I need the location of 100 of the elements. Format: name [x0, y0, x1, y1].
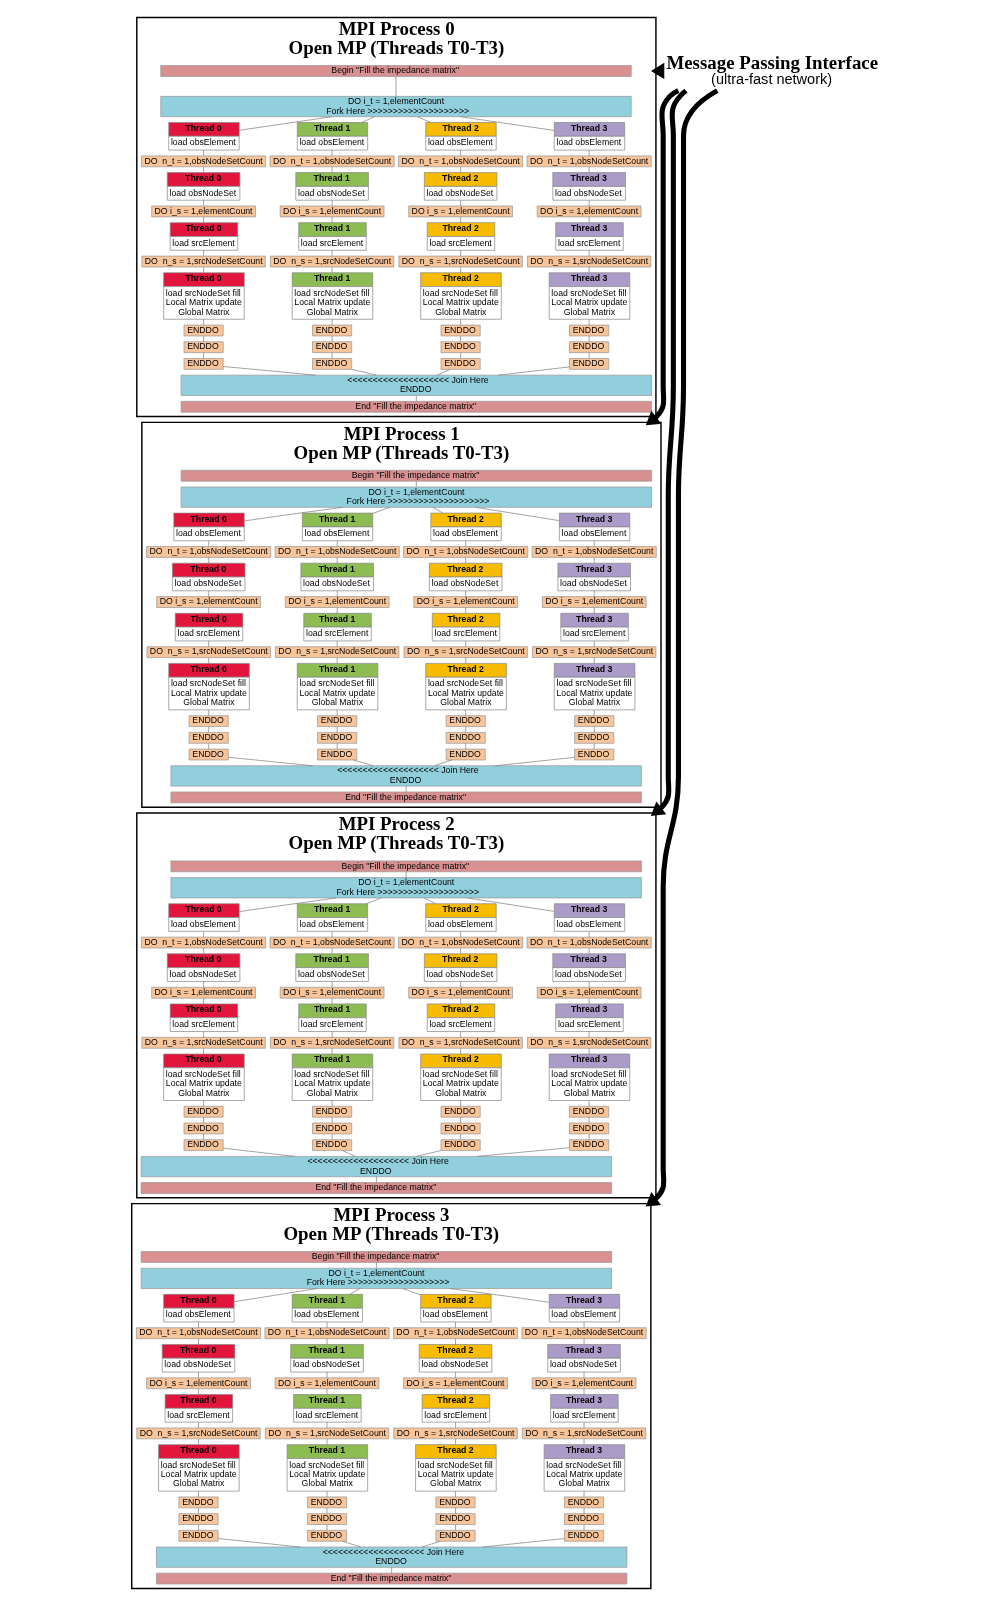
connector: [197, 1490, 199, 1498]
node-box: DO i_s = 1,elementCount: [284, 596, 389, 608]
connector: [207, 557, 209, 564]
connector: [432, 507, 443, 514]
connector: [588, 1133, 589, 1141]
node-box: DO n_t = 1,obsNodeSetCount: [402, 546, 528, 558]
connector: [351, 368, 377, 376]
connector: [197, 1321, 199, 1329]
connector: [459, 931, 461, 938]
connector: [336, 557, 338, 564]
node-box: ENDDO: [440, 324, 481, 337]
connector: [588, 199, 589, 207]
connector: [464, 657, 466, 664]
node-box: ENDDO: [440, 341, 481, 354]
connector: [464, 726, 466, 733]
node-box: ENDDO: [311, 1122, 352, 1135]
connector: [326, 1438, 327, 1445]
connector: [336, 709, 338, 716]
node-box: ENDDO: [183, 1105, 224, 1118]
node-box: DO n_s = 1,srcNodeSetCount: [146, 646, 271, 658]
node-box: DO n_s = 1,srcNodeSetCount: [403, 646, 528, 658]
connector: [454, 1421, 456, 1429]
node-box: End "Fill the impedance matrix": [170, 791, 642, 804]
connector: [207, 540, 209, 547]
connector: [593, 640, 595, 648]
connector: [222, 1147, 295, 1157]
node-box: Begin "Fill the impedance matrix": [159, 65, 632, 77]
connector: [202, 318, 204, 326]
connector: [202, 166, 204, 173]
connector: [352, 759, 374, 767]
node-box: ENDDO: [188, 748, 229, 761]
node-box: ENDDO: [445, 748, 486, 761]
node-box: ENDDO: [183, 1139, 224, 1151]
connector: [207, 590, 209, 597]
node-box: DO n_t = 1,obsNodeSetCount: [526, 936, 652, 949]
connector: [583, 1388, 584, 1395]
node-box: DO n_t = 1,obsNodeSetCount: [269, 936, 395, 949]
connector: [202, 1048, 204, 1055]
connector: [494, 757, 575, 767]
connector: [464, 540, 466, 547]
connector: [202, 216, 204, 223]
connector: [433, 759, 452, 767]
node-box: ENDDO: [568, 324, 609, 337]
connector: [588, 216, 589, 223]
node-box: ENDDO: [568, 358, 609, 370]
connector: [331, 335, 332, 343]
connector: [331, 166, 332, 173]
node-box: ENDDO: [316, 732, 357, 744]
connector: [331, 266, 332, 273]
connector: [331, 250, 332, 257]
node-box: ENDDO: [573, 715, 614, 727]
node-box: ENDDO: [183, 341, 224, 354]
node-box: ENDDO: [183, 1122, 224, 1135]
arrow: [650, 88, 688, 816]
node-box: DO n_t = 1,obsNodeSetCount: [264, 1327, 389, 1339]
node-box: DO i_t = 1,elementCount Fork Here >>>>>>>>>>>>>>>>>>>>: [180, 486, 652, 508]
node-box: ENDDO: [573, 732, 614, 744]
connector: [459, 1100, 461, 1107]
connector: [331, 199, 332, 207]
node-box: DO n_t = 1,obsNodeSetCount: [531, 546, 657, 558]
connector: [331, 1100, 332, 1107]
connector: [326, 1507, 327, 1514]
connector: [331, 931, 332, 938]
connector: [202, 149, 204, 157]
connector: [336, 607, 338, 614]
node-box: ENDDO: [311, 324, 352, 337]
node-box: ENDDO: [563, 1513, 604, 1525]
node-box: ENDDO: [435, 1529, 475, 1542]
node-box: ENDDO: [440, 1105, 481, 1118]
connector: [326, 1338, 327, 1345]
node-box: ENDDO: [568, 341, 609, 354]
node-box: DO n_t = 1,obsNodeSetCount: [397, 936, 523, 949]
node-box: DO i_s = 1,elementCount: [412, 596, 518, 608]
connector: [459, 216, 461, 223]
connector: [395, 76, 396, 97]
node-text: Message Passing Interface (ultra-fast network): [665, 51, 878, 88]
connector: [459, 116, 554, 131]
connector: [454, 1438, 456, 1445]
node-box: DO i_s = 1,elementCount: [150, 205, 256, 218]
connector: [217, 1538, 300, 1548]
node-box: DO i_s = 1,elementCount: [407, 986, 513, 999]
connector: [454, 1507, 456, 1514]
connector: [360, 116, 375, 123]
connector: [474, 506, 559, 521]
node-box: DO n_s = 1,srcNodeSetCount: [269, 255, 394, 268]
connector: [459, 1048, 461, 1055]
node-box: DO i_s = 1,elementCount: [407, 205, 513, 218]
connector: [476, 1147, 570, 1157]
connector: [202, 947, 204, 955]
connector: [588, 981, 589, 988]
connector: [464, 709, 466, 716]
connector: [207, 743, 209, 750]
connector: [336, 540, 338, 547]
node-box: ENDDO: [178, 1513, 218, 1525]
node-box: ENDDO: [568, 1139, 609, 1151]
connector: [583, 1338, 584, 1345]
connector: [349, 1288, 360, 1295]
connector: [336, 640, 338, 648]
node-box: DO n_t = 1,obsNodeSetCount: [140, 155, 266, 168]
connector: [375, 1262, 377, 1269]
